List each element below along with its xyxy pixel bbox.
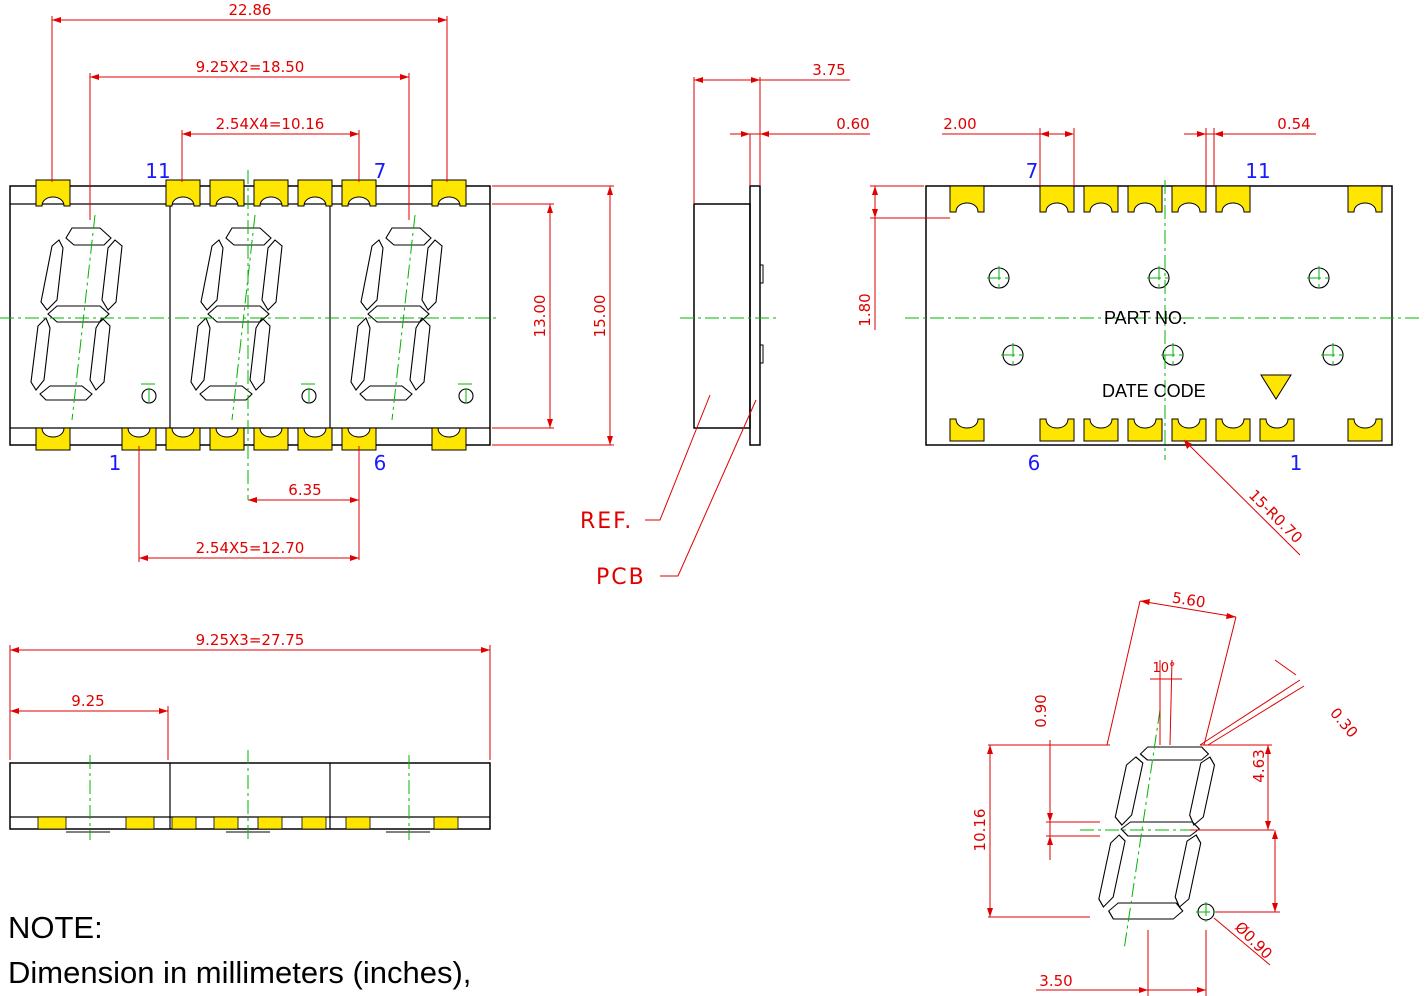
- dim-slant-angle: 10°: [1152, 661, 1175, 676]
- note-line-1: Dimension in millimeters (inches),: [8, 955, 472, 990]
- pin1-triangle-marker: [1260, 374, 1292, 400]
- label-date-code: DATE CODE: [1102, 381, 1206, 401]
- dim-window-height: 13.00: [531, 295, 549, 338]
- label-part-no: PART NO.: [1104, 308, 1187, 328]
- digit-detail: 5.60 10° 0.90 0.30 4.63 10.16 Ø0.90 3.50: [971, 589, 1361, 996]
- front-arrowheads: [52, 17, 613, 561]
- back-pin-1: 1: [1290, 451, 1303, 475]
- dim-digit-width: 5.60: [1171, 589, 1207, 612]
- front-centerlines: [0, 170, 500, 500]
- front-top-pads: [35, 179, 467, 207]
- back-pin-7: 7: [1026, 159, 1039, 183]
- front-dimension-lines: [51, 16, 614, 562]
- dim-segment-offset: 0.90: [1032, 694, 1050, 727]
- front-pin-7: 7: [374, 159, 387, 183]
- dim-dp-diameter: Ø0.90: [1231, 918, 1276, 963]
- dim-segment-width: 0.30: [1326, 704, 1361, 741]
- note-title: NOTE:: [8, 910, 103, 945]
- front-pin-11: 11: [145, 159, 170, 183]
- bottom-view: 9.25X3=27.75 9.25: [9, 631, 491, 840]
- callout-ref: REF.: [580, 509, 633, 534]
- dim-overall-length: 9.25X3=27.75: [196, 631, 305, 649]
- dim-pad-radius: 15-R0.70: [1245, 486, 1306, 547]
- dim-pin-pitch-bottom: 2.54X5=12.70: [196, 539, 305, 557]
- side-view: 3.75 0.60 REF. PCB: [580, 61, 870, 590]
- dim-digit-pitch: 9.25X2=18.50: [196, 58, 305, 76]
- back-view: 2.00 0.54 1.80 15-R0.70 PART NO. DATE CO…: [856, 115, 1422, 556]
- dim-body-height: 15.00: [591, 295, 609, 338]
- digit-3: [350, 227, 474, 404]
- front-view: 22.86 9.25X2=18.50 2.54X4=10.16 6.35 2.5…: [0, 1, 614, 562]
- dim-center-offset: 6.35: [288, 481, 321, 499]
- dim-upper-height: 4.63: [1250, 749, 1268, 782]
- dim-pad-depth: 1.80: [856, 293, 874, 326]
- callout-pcb: PCB: [596, 565, 646, 590]
- front-pin-6: 6: [374, 451, 387, 475]
- dim-pad-gap: 0.54: [1277, 115, 1310, 133]
- digit-1: [30, 227, 157, 404]
- back-bottom-pads: [949, 418, 1383, 442]
- dim-pin-pitch-top: 2.54X4=10.16: [216, 115, 325, 133]
- dim-pcb-thickness: 0.60: [836, 115, 869, 133]
- dim-overall-width: 22.86: [229, 1, 272, 19]
- dim-dp-offset: 3.50: [1039, 972, 1072, 990]
- dim-thickness: 3.75: [812, 61, 845, 79]
- dim-pad-spacing: 2.00: [943, 115, 976, 133]
- dim-digit-height: 10.16: [971, 809, 989, 852]
- front-bottom-pads: [35, 427, 467, 451]
- back-pin-6: 6: [1028, 451, 1041, 475]
- back-pin-11: 11: [1245, 159, 1270, 183]
- dim-digit-length: 9.25: [71, 692, 104, 710]
- back-top-pads: [949, 185, 1383, 213]
- digit-2: [190, 227, 317, 404]
- front-pin-1: 1: [109, 451, 122, 475]
